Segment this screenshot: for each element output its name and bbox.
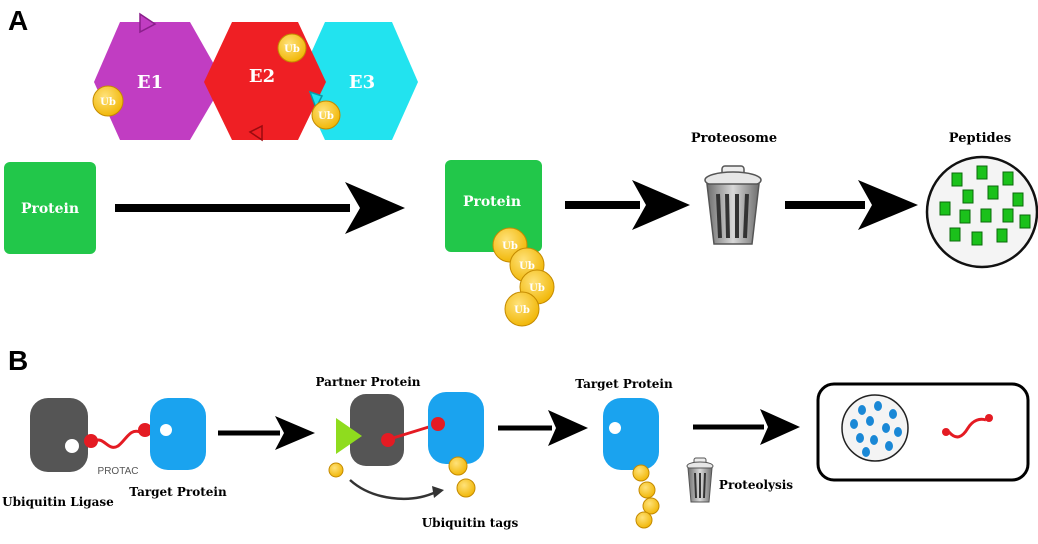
e3-arrow-icon: [308, 90, 324, 110]
svg-text:Ub: Ub: [519, 261, 535, 272]
proteolysis-label: Proteolysis: [719, 478, 793, 492]
peptides-circle: [925, 155, 1038, 269]
svg-text:Ub: Ub: [502, 241, 518, 252]
ub-chain: Ub Ub Ub Ub: [492, 227, 555, 327]
svg-text:Ub: Ub: [529, 283, 545, 294]
protac-label: PROTAC: [98, 466, 139, 477]
arrow-b2: [498, 410, 588, 446]
svg-text:Ub: Ub: [284, 44, 300, 55]
ub-on-e2: Ub: [277, 33, 307, 63]
arrow-b1: [218, 416, 315, 450]
e1-enzyme: E1: [94, 12, 224, 140]
ub-on-e3: Ub: [311, 100, 341, 130]
panel-b-letter: B: [8, 345, 28, 376]
e1-arrow-icon: [139, 12, 157, 34]
ubiquitin-transfer-arrow: [349, 479, 444, 500]
protein-label: Protein: [21, 201, 79, 217]
trash-bin-icon: [704, 165, 762, 245]
arrow-a1: [115, 182, 405, 234]
ub-on-e1: Ub: [92, 85, 124, 117]
ubiquitin-tags-label: Ubiquitin tags: [422, 516, 519, 530]
ubiquitin-ligase: [30, 398, 88, 472]
protein-ub-label: Protein: [463, 194, 521, 210]
svg-text:Ub: Ub: [318, 111, 334, 122]
target-protein-label-1: Target Protein: [129, 485, 227, 499]
e2-arrow-icon: [248, 124, 263, 142]
partner-protein-label: Partner Protein: [315, 375, 420, 389]
protein-box: Protein: [4, 162, 96, 254]
e1-label: E1: [137, 72, 163, 93]
target-protein-1: [150, 398, 206, 470]
ubiquitinated-protein: Protein Ub Ub Ub Ub: [445, 160, 555, 327]
e2-label: E2: [249, 66, 275, 87]
arrow-b3: [693, 409, 800, 445]
e3-label: E3: [349, 72, 375, 93]
partner-protein-complex: [328, 392, 484, 498]
e2-enzyme: E2: [204, 22, 326, 142]
blue-fragments: [850, 401, 902, 457]
target-protein-2: [603, 398, 660, 529]
arrow-a2: [565, 180, 690, 230]
released-protac: [942, 414, 993, 439]
protac-linker: [84, 423, 152, 449]
degradation-result-box: [816, 382, 1030, 482]
ligand-triangle: [336, 418, 362, 454]
ubiquitin-ligase-label: Ubiquitin Ligase: [2, 495, 114, 509]
target-protein-label-2: Target Protein: [575, 377, 673, 391]
proteosome-label: Proteosome: [691, 131, 777, 146]
arrow-a3: [785, 180, 918, 230]
e1-hexagon: [94, 22, 224, 140]
svg-text:Ub: Ub: [514, 305, 530, 316]
panel-a-letter: A: [8, 5, 28, 36]
svg-text:Ub: Ub: [100, 97, 116, 108]
peptides-label: Peptides: [949, 131, 1011, 146]
proteolysis-bin-icon: [686, 457, 714, 503]
